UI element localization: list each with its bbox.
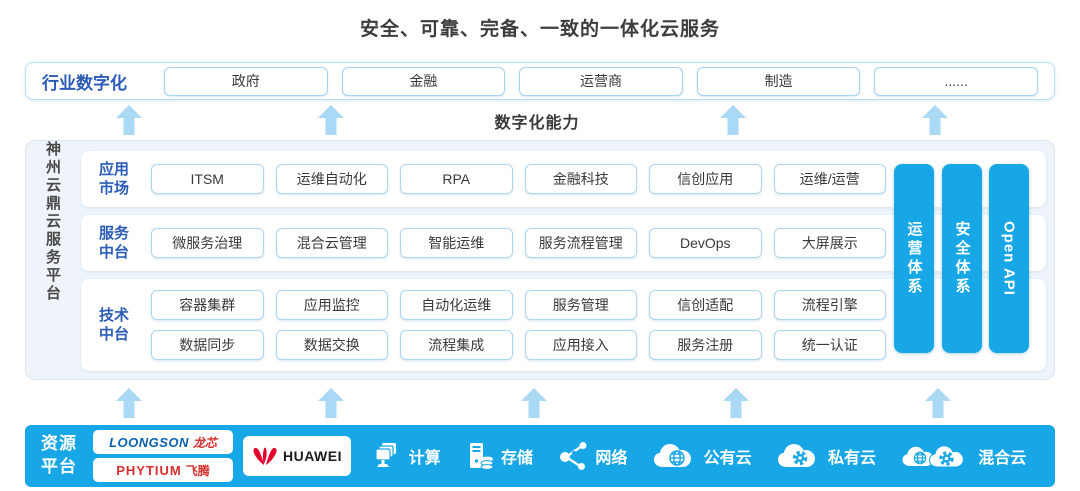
cell-unified-auth: 统一认证 bbox=[773, 330, 886, 360]
cell-xinchuang-app: 信创应用 bbox=[649, 164, 762, 194]
cell-process-integration: 流程集成 bbox=[400, 330, 513, 360]
industry-item-more: ...... bbox=[874, 66, 1038, 96]
up-arrow-icon bbox=[521, 388, 547, 418]
cell-rpa: RPA bbox=[400, 164, 513, 194]
pillar-operation-system: 运营体系 bbox=[894, 164, 934, 353]
cell-ops-automation: 运维自动化 bbox=[275, 164, 388, 194]
industry-item-operator: 运营商 bbox=[519, 66, 683, 96]
cell-fintech: 金融科技 bbox=[524, 164, 637, 194]
resource-item-public-cloud: 公有云 bbox=[653, 441, 752, 471]
cell-itsm: ITSM bbox=[151, 164, 264, 194]
huawei-logo: HUAWEI bbox=[243, 436, 351, 476]
cell-service-registry: 服务注册 bbox=[649, 330, 762, 360]
platform-side-label: 神州云鼎云服务平台 bbox=[44, 141, 61, 303]
industry-item-finance: 金融 bbox=[341, 66, 506, 96]
up-arrow-icon bbox=[318, 388, 344, 418]
chip-logos: LOONGSON 龙芯 PHYTIUM 飞腾 bbox=[93, 430, 233, 482]
industry-row-label: 行业数字化 bbox=[42, 73, 127, 93]
capability-label: 数字化能力 bbox=[494, 115, 580, 132]
resource-item-compute: 计算 bbox=[372, 441, 441, 471]
cell-app-access: 应用接入 bbox=[524, 330, 637, 360]
cell-service-process-mgmt: 服务流程管理 bbox=[524, 228, 637, 258]
pillar-security-system: 安全体系 bbox=[942, 164, 982, 353]
platform-bands: 应用市场 ITSM 运维自动化 RPA 金融科技 信创应用 运维/运营 服务中台… bbox=[81, 151, 1046, 371]
band-service-platform-label: 服务中台 bbox=[99, 224, 130, 262]
up-arrow-icon bbox=[116, 105, 142, 135]
cell-dashboard-display: 大屏展示 bbox=[773, 228, 886, 258]
cell-process-engine: 流程引擎 bbox=[773, 290, 886, 320]
cell-data-exchange: 数据交换 bbox=[275, 330, 388, 360]
loongson-logo: LOONGSON 龙芯 bbox=[93, 430, 233, 454]
page-title: 安全、可靠、完备、一致的一体化云服务 bbox=[359, 19, 720, 40]
resource-arrows-row bbox=[25, 386, 1055, 422]
band-tech-platform-label: 技术中台 bbox=[99, 306, 130, 344]
band-tech-platform: 技术中台 容器集群 应用监控 自动化运维 服务管理 信创适配 流程引擎 数据同步… bbox=[81, 279, 1046, 371]
resource-item-private-cloud: 私有云 bbox=[777, 441, 876, 471]
resource-item-network: 网络 bbox=[558, 441, 627, 471]
pillar-open-api: Open API bbox=[989, 164, 1029, 353]
cell-smart-ops: 智能运维 bbox=[400, 228, 513, 258]
band-service-platform: 服务中台 微服务治理 混合云管理 智能运维 服务流程管理 DevOps 大屏展示 bbox=[81, 215, 1046, 271]
network-icon bbox=[558, 441, 588, 471]
up-arrow-icon bbox=[318, 105, 344, 135]
up-arrow-icon bbox=[922, 105, 948, 135]
cell-service-mgmt: 服务管理 bbox=[524, 290, 637, 320]
phytium-logo: PHYTIUM 飞腾 bbox=[93, 458, 233, 482]
storage-icon bbox=[466, 441, 494, 471]
cell-devops: DevOps bbox=[649, 228, 762, 258]
resource-platform-bar: 资源平台 LOONGSON 龙芯 PHYTIUM 飞腾 bbox=[25, 425, 1055, 487]
cell-microservice-governance: 微服务治理 bbox=[151, 228, 264, 258]
cell-container-cluster: 容器集群 bbox=[151, 290, 264, 320]
resource-items: 计算 存储 bbox=[359, 441, 1039, 471]
cloud-platform-panel: 神州云鼎云服务平台 应用市场 ITSM 运维自动化 RPA 金融科技 信创应用 … bbox=[25, 140, 1055, 380]
up-arrow-icon bbox=[720, 105, 746, 135]
cell-automated-ops: 自动化运维 bbox=[400, 290, 513, 320]
private-cloud-icon bbox=[777, 441, 821, 471]
up-arrow-icon bbox=[116, 388, 142, 418]
capability-row: 数字化能力 bbox=[25, 103, 1055, 137]
cell-ops-operation: 运维/运营 bbox=[773, 164, 886, 194]
up-arrow-icon bbox=[925, 388, 951, 418]
industry-item-manufacturing: 制造 bbox=[696, 66, 861, 96]
public-cloud-icon bbox=[653, 441, 697, 471]
industry-item-government: 政府 bbox=[164, 66, 328, 96]
cell-data-sync: 数据同步 bbox=[151, 330, 264, 360]
resource-item-hybrid-cloud: 混合云 bbox=[901, 441, 1026, 471]
huawei-flower-icon bbox=[252, 446, 278, 466]
band-app-market: 应用市场 ITSM 运维自动化 RPA 金融科技 信创应用 运维/运营 bbox=[81, 151, 1046, 207]
cell-hybrid-cloud-mgmt: 混合云管理 bbox=[275, 228, 388, 258]
compute-icon bbox=[372, 441, 402, 471]
industry-row: 行业数字化 政府 金融 运营商 制造 ...... bbox=[25, 62, 1055, 100]
cell-app-monitoring: 应用监控 bbox=[275, 290, 388, 320]
cell-xinchuang-adaptation: 信创适配 bbox=[649, 290, 762, 320]
band-app-market-label: 应用市场 bbox=[99, 160, 130, 198]
hybrid-cloud-icon bbox=[901, 441, 971, 471]
resource-platform-label: 资源平台 bbox=[41, 434, 77, 476]
up-arrow-icon bbox=[723, 388, 749, 418]
resource-item-storage: 存储 bbox=[466, 441, 533, 471]
